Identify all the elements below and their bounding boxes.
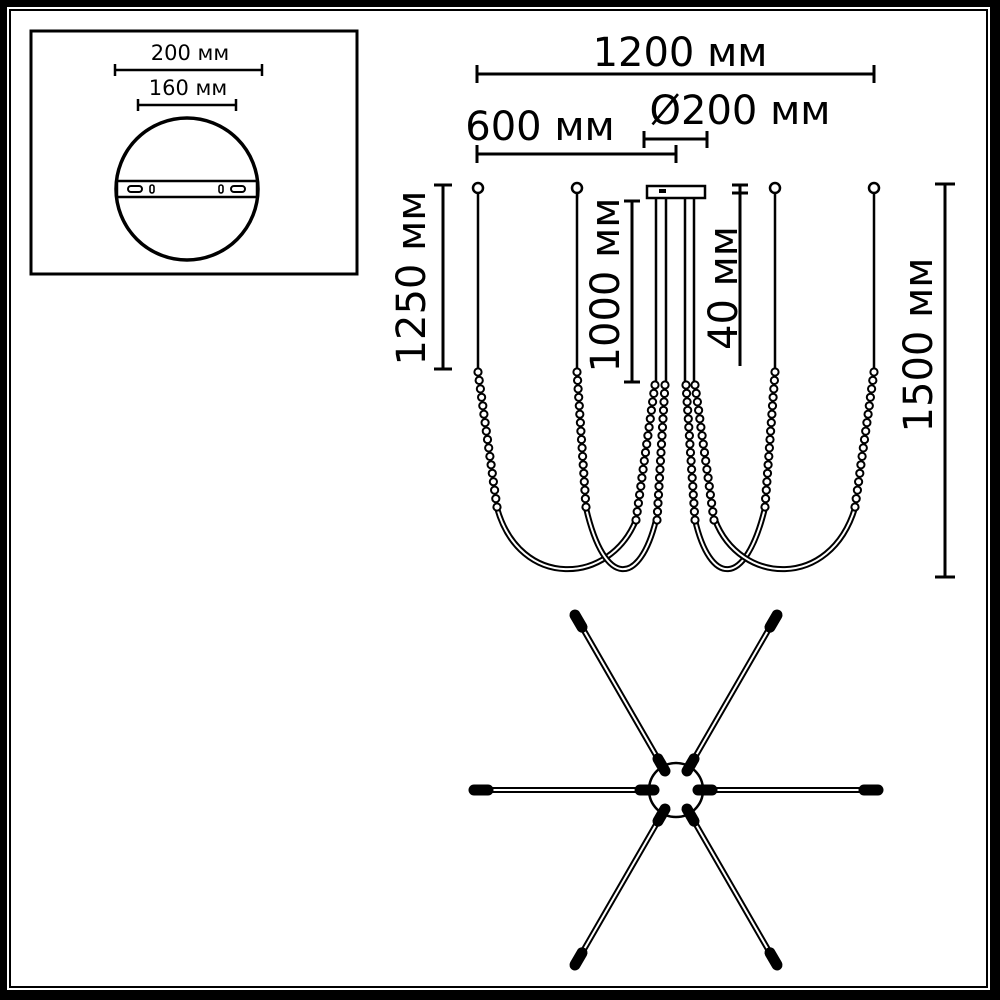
canopy-plate-inset: 200 мм 160 мм xyxy=(29,29,359,276)
canopy-plate-circle xyxy=(114,116,260,262)
total-width-label: 1200 мм xyxy=(593,30,768,76)
mounting-bar xyxy=(115,179,259,199)
pendant-arms xyxy=(471,181,881,573)
arm-end-cap xyxy=(652,803,671,827)
arm-end-cap xyxy=(569,947,588,971)
dimension-line-160 xyxy=(136,99,238,111)
top-view xyxy=(468,609,884,971)
arm-end-cap xyxy=(764,609,783,633)
dimension-line-40 xyxy=(732,183,748,366)
inset-width-160-label: 160 мм xyxy=(149,76,227,100)
dimension-line-1200 xyxy=(475,65,876,83)
outer-arm-height-label: 1250 мм xyxy=(389,191,435,366)
arm-end-cap xyxy=(681,803,700,827)
dimension-line-200-diameter xyxy=(642,131,709,148)
canopy xyxy=(645,184,707,200)
arm-end-cap xyxy=(652,753,671,777)
dimension-line-1250 xyxy=(434,183,452,371)
arm-end-cap xyxy=(764,947,783,971)
dimension-line-1500 xyxy=(935,182,955,579)
canopy-indicator xyxy=(659,189,666,193)
dimension-line-600 xyxy=(475,145,678,163)
total-height-label: 1500 мм xyxy=(896,258,942,433)
dimension-line-1000 xyxy=(624,199,640,384)
canopy-diameter-label: Ø200 мм xyxy=(650,88,831,134)
front-view: 1200 мм 600 мм Ø200 мм 1250 мм xyxy=(389,30,955,579)
inner-cord-height-label: 1000 мм xyxy=(583,198,629,373)
page-frame-inner xyxy=(9,9,988,988)
arm-end-cap xyxy=(681,753,700,777)
inset-width-200-label: 200 мм xyxy=(151,41,229,65)
arm-end-cap xyxy=(569,609,588,633)
inset-box xyxy=(29,29,359,276)
half-width-label: 600 мм xyxy=(465,104,614,150)
bead-chains xyxy=(473,367,879,525)
canopy-height-label: 40 мм xyxy=(701,226,747,350)
dimension-line-200 xyxy=(113,64,264,76)
